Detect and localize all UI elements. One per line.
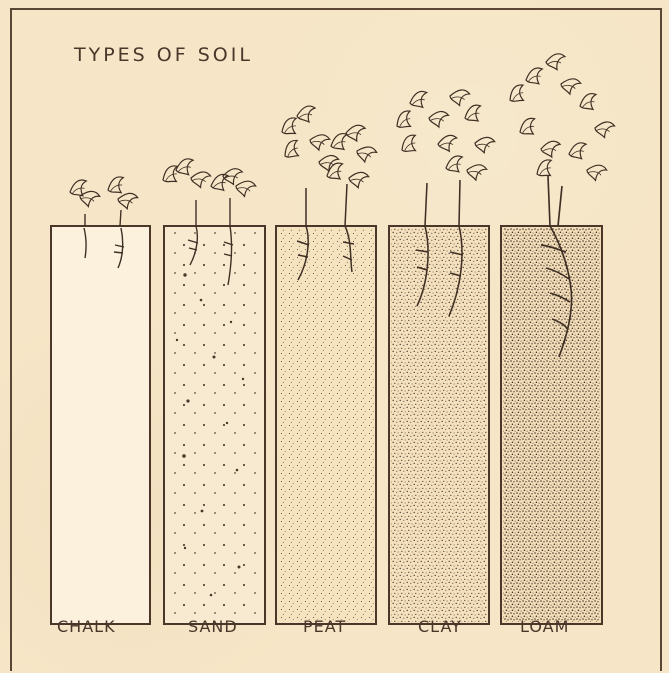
sand-column	[164, 226, 265, 624]
label-peat: PEAT	[303, 617, 346, 636]
label-chalk: CHALK	[57, 617, 116, 636]
chalk-column	[51, 226, 150, 624]
peat-column	[276, 226, 376, 624]
loam-column	[501, 226, 602, 624]
label-loam: LOAM	[520, 617, 569, 636]
label-clay: CLAY	[418, 617, 462, 636]
label-sand: SAND	[188, 617, 238, 636]
clay-column	[389, 226, 489, 624]
